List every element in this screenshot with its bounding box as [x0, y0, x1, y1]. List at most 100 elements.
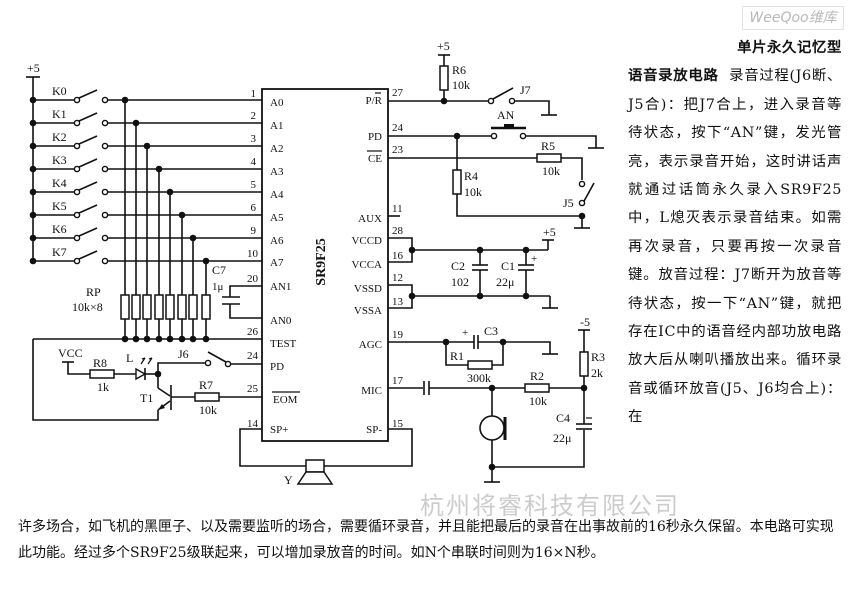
r2-value: 10k [529, 394, 547, 408]
site-watermark: WeeQoo维库 [742, 6, 844, 30]
loop-wire [32, 339, 159, 421]
j6-contact-a [204, 359, 212, 367]
c2-label: C2 [451, 259, 465, 273]
key-label-k7: K7 [52, 245, 67, 259]
r4-value: 10k [464, 185, 482, 199]
t1-emitter-arrow [158, 404, 165, 410]
key-label-k0: K0 [52, 84, 67, 98]
article-title-line1: 单片永久记忆型 [737, 39, 842, 56]
chip-name: SR9F25 [314, 238, 329, 285]
j6-label: J6 [178, 347, 189, 361]
speaker-body [305, 459, 325, 473]
led-light-arrows [140, 357, 153, 365]
key-contact-a [73, 119, 81, 127]
speaker-cone-icon [296, 471, 334, 485]
j6-wire [157, 362, 206, 374]
t1-label: T1 [140, 391, 153, 405]
key-switch-blade[interactable] [78, 181, 98, 191]
an-label: AN [497, 108, 515, 122]
pin-name-pd-left: PD [270, 361, 284, 373]
pin-num-14: 14 [247, 418, 259, 430]
r2-label: R2 [530, 369, 544, 383]
pin-num-17: 17 [392, 375, 404, 387]
r1-right-wire [492, 342, 504, 366]
key-switch-blade[interactable] [78, 204, 98, 214]
t1-collector-diag [157, 387, 171, 397]
an-ground-wire [526, 135, 597, 148]
supply-mid-label: +5 [543, 225, 556, 239]
pin-name-aux: AUX [358, 213, 382, 225]
pin-name-a1: A1 [270, 120, 283, 132]
vcc-label: VCC [58, 346, 83, 360]
pin-name-vccd: VCCD [351, 235, 382, 247]
pin-num-20: 20 [247, 273, 259, 285]
chip-right-pin-names: P/R PD CE AUX VCCD VCCA VSSD VSSA AGC MI… [351, 95, 382, 436]
pin-num-15: 15 [392, 418, 404, 430]
article-bottom-text: 许多场合，如飞机的黑匣子、以及需要监听的场合，需要循环录音，并且能把最后的录音在… [18, 519, 834, 561]
key-switch-blade[interactable] [78, 112, 98, 122]
an-button-cap [504, 124, 514, 128]
j6-switch-blade [207, 351, 227, 363]
pin-name-a6: A6 [270, 235, 284, 247]
pin-num-3: 3 [251, 133, 257, 145]
key-contact-a [73, 165, 81, 173]
pin-num-19: 19 [392, 329, 404, 341]
pin-num-10: 10 [247, 248, 259, 260]
pin-name-an1: AN1 [270, 281, 291, 293]
c4-value: 22μ [553, 431, 571, 445]
pin-num-1: 1 [251, 88, 257, 100]
article-title-gap [719, 68, 730, 84]
pin-name-mic: MIC [361, 385, 382, 397]
r3-value: 2k [591, 366, 603, 380]
rp-resistor-6 [188, 294, 198, 320]
microphone-icon [479, 415, 505, 441]
j7-label: J7 [520, 83, 531, 97]
key-contact-a [73, 96, 81, 104]
pin-name-vcca: VCCA [351, 259, 382, 271]
c7-value: 1μ [212, 281, 224, 293]
agc-ground-wire [503, 341, 551, 354]
key-switch-blade[interactable] [78, 250, 98, 260]
key-switch-blade[interactable] [78, 89, 98, 99]
pin-name-agc: AGC [359, 339, 382, 351]
an-contact-a [490, 132, 498, 140]
r3-resistor [579, 351, 589, 377]
article-side-body: 录音过程(J6断、J5合)：把J7合上，进入录音等待状态，按下“AN”键，发光管… [628, 68, 842, 426]
j5-switch-blade [582, 182, 595, 204]
rp-resistor-7 [201, 294, 211, 320]
key-label-k2: K2 [52, 130, 67, 144]
pin-name-test: TEST [270, 338, 297, 350]
key-contact-b [101, 142, 109, 150]
c7-wire [229, 285, 262, 297]
pin-num-24-right: 24 [392, 122, 404, 134]
pin-num-13: 13 [392, 296, 404, 308]
r6-label: R6 [452, 63, 466, 77]
key-contact-a [73, 257, 81, 265]
pin-name-eom: EOM [273, 394, 298, 406]
key-switch-blade[interactable] [78, 158, 98, 168]
pin-num-4: 4 [251, 156, 257, 168]
key-switch-blade[interactable] [78, 135, 98, 145]
c2-bottom-node [476, 292, 484, 300]
key-label-k5: K5 [52, 199, 67, 213]
r6-resistor [439, 65, 449, 91]
r4-label: R4 [464, 169, 478, 183]
chip-left-pin-numbers: 1 2 3 4 5 6 9 10 20 26 24 25 14 [247, 88, 259, 430]
article-side-text: 单片永久记忆型 语音录放电路 录音过程(J6断、J5合)：把J7合上，进入录音等… [628, 34, 842, 432]
pin-name-sp-plus: SP+ [270, 424, 288, 436]
rp-resistor-1 [131, 294, 141, 320]
r7-resistor [194, 392, 220, 402]
key-contact-b [101, 96, 109, 104]
key-contact-b [101, 188, 109, 196]
r1-label: R1 [450, 349, 464, 363]
r7-label: R7 [199, 378, 213, 392]
rp-resistor-2 [142, 294, 152, 320]
c7-label: C7 [212, 263, 226, 277]
key-contact-b [101, 119, 109, 127]
key-switch-blade[interactable] [78, 227, 98, 237]
pin-num-9: 9 [251, 225, 257, 237]
c4-label: C4 [556, 411, 570, 425]
pin-name-pd-right: PD [368, 131, 382, 143]
r5-resistor [536, 153, 562, 163]
